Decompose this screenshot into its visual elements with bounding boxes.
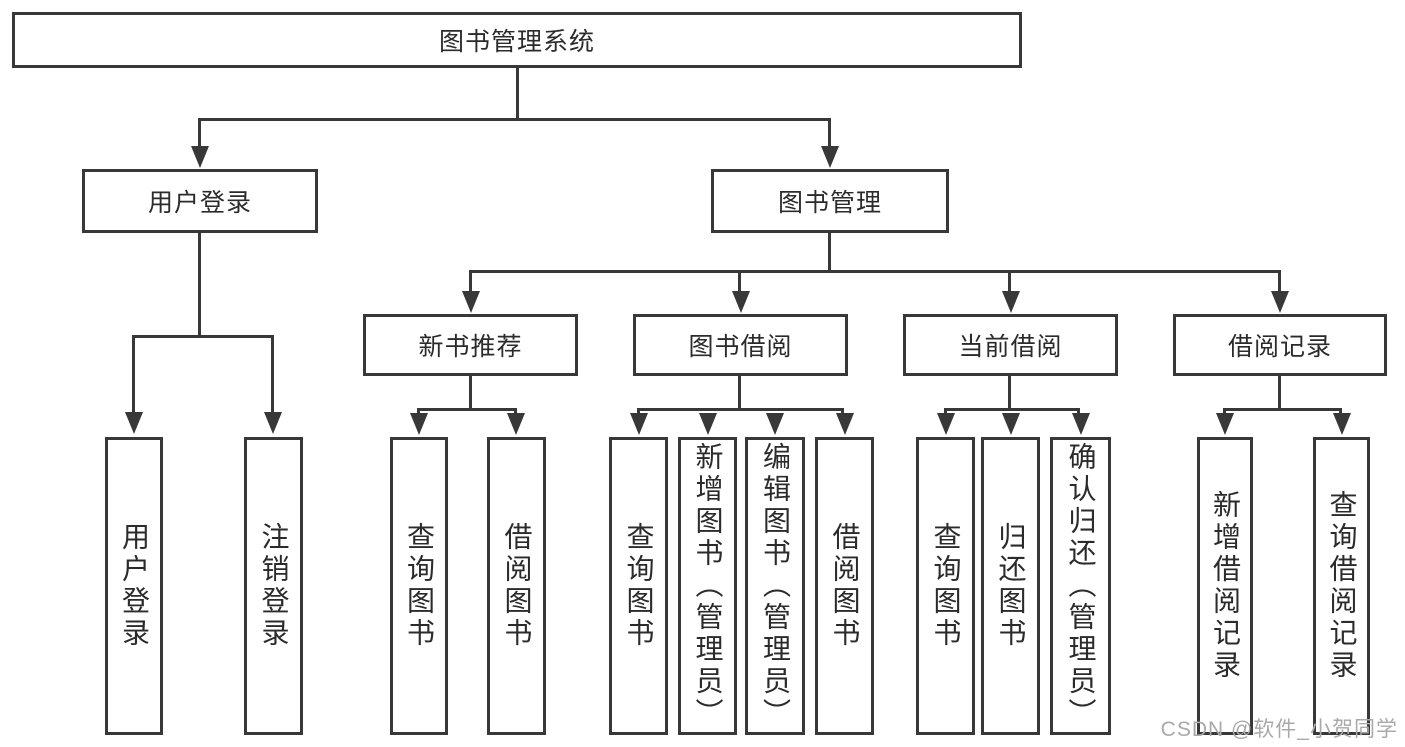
arrow-down-icon bbox=[1002, 413, 1020, 435]
connector-line bbox=[1278, 376, 1281, 411]
node-leaf-borrow-books-newbook: 借阅图书 bbox=[487, 437, 546, 735]
node-leaf-add-borrow-record-label: 新增借阅记录 bbox=[1210, 490, 1241, 682]
node-borrow-records-label: 借阅记录 bbox=[1227, 333, 1332, 361]
arrow-down-icon bbox=[766, 413, 784, 435]
node-leaf-add-borrow-record: 新增借阅记录 bbox=[1197, 437, 1253, 735]
connector-line bbox=[132, 338, 135, 412]
node-current-borrowing-label: 当前借阅 bbox=[958, 333, 1063, 361]
connector-line bbox=[469, 273, 472, 291]
connector-line bbox=[198, 121, 201, 148]
node-leaf-borrow-books-borrowing-label: 借阅图书 bbox=[829, 522, 861, 650]
node-user-login-label: 用户登录 bbox=[147, 189, 252, 217]
node-leaf-query-books-newbook-label: 查询图书 bbox=[404, 522, 435, 650]
node-leaf-add-books-admin-label: 新增图书（管理员） bbox=[692, 442, 724, 730]
connector-line bbox=[516, 68, 519, 121]
connector-line bbox=[198, 118, 831, 121]
node-root: 图书管理系统 bbox=[12, 12, 1022, 68]
node-new-book-recommend: 新书推荐 bbox=[363, 314, 578, 376]
node-leaf-query-books-borrowing: 查询图书 bbox=[609, 437, 668, 735]
node-leaf-add-books-admin: 新增图书（管理员） bbox=[678, 437, 737, 735]
arrow-down-icon bbox=[462, 291, 480, 313]
arrow-down-icon bbox=[937, 413, 955, 435]
connector-line bbox=[417, 408, 517, 411]
connector-line bbox=[944, 408, 1080, 411]
node-leaf-query-books-current: 查询图书 bbox=[916, 437, 975, 735]
connector-line bbox=[1008, 376, 1011, 411]
node-leaf-borrow-books-borrowing: 借阅图书 bbox=[815, 437, 874, 735]
node-leaf-return-books-label: 归还图书 bbox=[995, 522, 1027, 650]
node-current-borrowing: 当前借阅 bbox=[903, 314, 1118, 376]
connector-line bbox=[198, 233, 201, 338]
connector-line bbox=[271, 338, 274, 412]
node-leaf-edit-books-admin: 编辑图书（管理员） bbox=[745, 437, 805, 735]
node-leaf-confirm-return-admin: 确认归还（管理员） bbox=[1050, 437, 1111, 735]
node-book-management: 图书管理 bbox=[711, 169, 949, 233]
node-borrow-records: 借阅记录 bbox=[1173, 314, 1387, 376]
node-user-login: 用户登录 bbox=[82, 169, 318, 233]
node-leaf-query-books-newbook: 查询图书 bbox=[390, 437, 448, 735]
connector-line bbox=[469, 270, 1281, 273]
node-book-borrowing-label: 图书借阅 bbox=[688, 333, 793, 361]
arrow-down-icon bbox=[507, 413, 525, 435]
arrow-down-icon bbox=[1072, 413, 1090, 435]
arrow-down-icon bbox=[699, 413, 717, 435]
arrow-down-icon bbox=[1216, 413, 1234, 435]
connector-line bbox=[637, 408, 844, 411]
node-leaf-query-books-current-label: 查询图书 bbox=[930, 522, 962, 650]
node-leaf-user-login: 用户登录 bbox=[105, 437, 163, 735]
arrow-down-icon bbox=[410, 413, 428, 435]
node-leaf-query-borrow-record: 查询借阅记录 bbox=[1313, 437, 1370, 735]
connector-line bbox=[738, 273, 741, 291]
connector-line bbox=[1223, 408, 1342, 411]
node-leaf-edit-books-admin-label: 编辑图书（管理员） bbox=[760, 442, 791, 730]
connector-line bbox=[828, 233, 831, 273]
arrow-down-icon bbox=[836, 413, 854, 435]
connector-line bbox=[1278, 273, 1281, 291]
node-leaf-query-borrow-record-label: 查询借阅记录 bbox=[1326, 490, 1358, 682]
connector-line bbox=[1008, 273, 1011, 291]
node-leaf-user-login-label: 用户登录 bbox=[119, 522, 150, 650]
node-new-book-recommend-label: 新书推荐 bbox=[418, 333, 523, 361]
connector-line bbox=[132, 335, 274, 338]
arrow-down-icon bbox=[264, 412, 282, 434]
node-root-label: 图书管理系统 bbox=[438, 28, 595, 56]
connector-line bbox=[828, 121, 831, 148]
node-leaf-confirm-return-admin-label: 确认归还（管理员） bbox=[1065, 442, 1097, 730]
arrow-down-icon bbox=[821, 146, 839, 168]
node-leaf-query-books-borrowing-label: 查询图书 bbox=[623, 522, 655, 650]
arrow-down-icon bbox=[1002, 291, 1020, 313]
node-book-management-label: 图书管理 bbox=[777, 189, 882, 217]
connector-line bbox=[469, 376, 472, 411]
node-leaf-logout: 注销登录 bbox=[244, 437, 303, 735]
arrow-down-icon bbox=[1271, 291, 1289, 313]
arrow-down-icon bbox=[191, 146, 209, 168]
connector-line bbox=[738, 376, 741, 411]
arrow-down-icon bbox=[1333, 413, 1351, 435]
watermark-text: CSDN @软件_小贺同学 bbox=[1160, 718, 1398, 741]
arrow-down-icon bbox=[125, 412, 143, 434]
node-leaf-logout-label: 注销登录 bbox=[258, 522, 290, 650]
node-book-borrowing: 图书借阅 bbox=[633, 314, 848, 376]
node-leaf-borrow-books-newbook-label: 借阅图书 bbox=[501, 522, 533, 650]
arrow-down-icon bbox=[630, 413, 648, 435]
node-leaf-return-books: 归还图书 bbox=[981, 437, 1040, 735]
arrow-down-icon bbox=[732, 291, 750, 313]
